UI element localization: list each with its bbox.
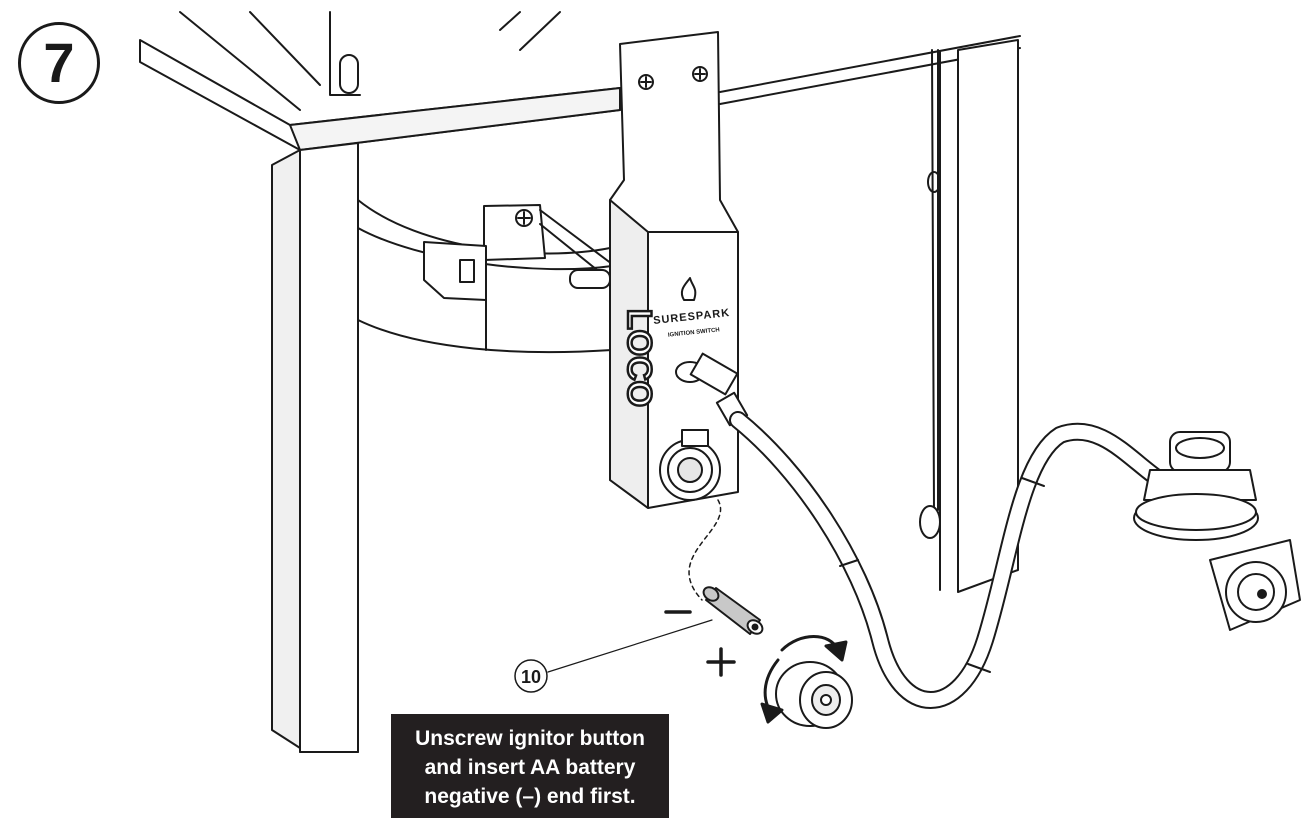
step-number-badge: 7 bbox=[18, 22, 100, 104]
switch-subtitle-label: IGNITION SWITCH bbox=[668, 327, 720, 338]
gas-hose bbox=[729, 411, 1169, 709]
step-number: 7 bbox=[43, 31, 75, 94]
pull-chain bbox=[919, 49, 941, 539]
frame-top-rail bbox=[139, 11, 1021, 151]
callout-leader bbox=[547, 619, 713, 673]
instruction-caption: Unscrew ignitor button and insert AA bat… bbox=[391, 714, 669, 818]
ignitor-socket bbox=[659, 429, 721, 501]
plus-sign-icon bbox=[706, 647, 736, 677]
frame-leg-front bbox=[271, 142, 359, 753]
gas-regulator bbox=[1133, 431, 1301, 631]
insertion-path bbox=[688, 499, 722, 601]
gas-fitting bbox=[675, 352, 749, 427]
aa-battery bbox=[702, 586, 764, 635]
frame-leg-back bbox=[939, 39, 1019, 593]
ignitor-button bbox=[775, 661, 853, 729]
part-number-circle bbox=[514, 659, 548, 693]
instruction-line: and insert AA battery bbox=[424, 756, 636, 779]
instruction-line: Unscrew ignitor button bbox=[415, 727, 645, 750]
rotation-arrow-icon bbox=[760, 635, 848, 724]
mount-bracket bbox=[423, 204, 621, 301]
ignition-switch-housing bbox=[609, 31, 739, 509]
part-number-label: 10 bbox=[521, 667, 541, 687]
loco-logo: LOCO bbox=[620, 309, 658, 407]
instruction-line: negative (–) end first. bbox=[424, 785, 636, 808]
